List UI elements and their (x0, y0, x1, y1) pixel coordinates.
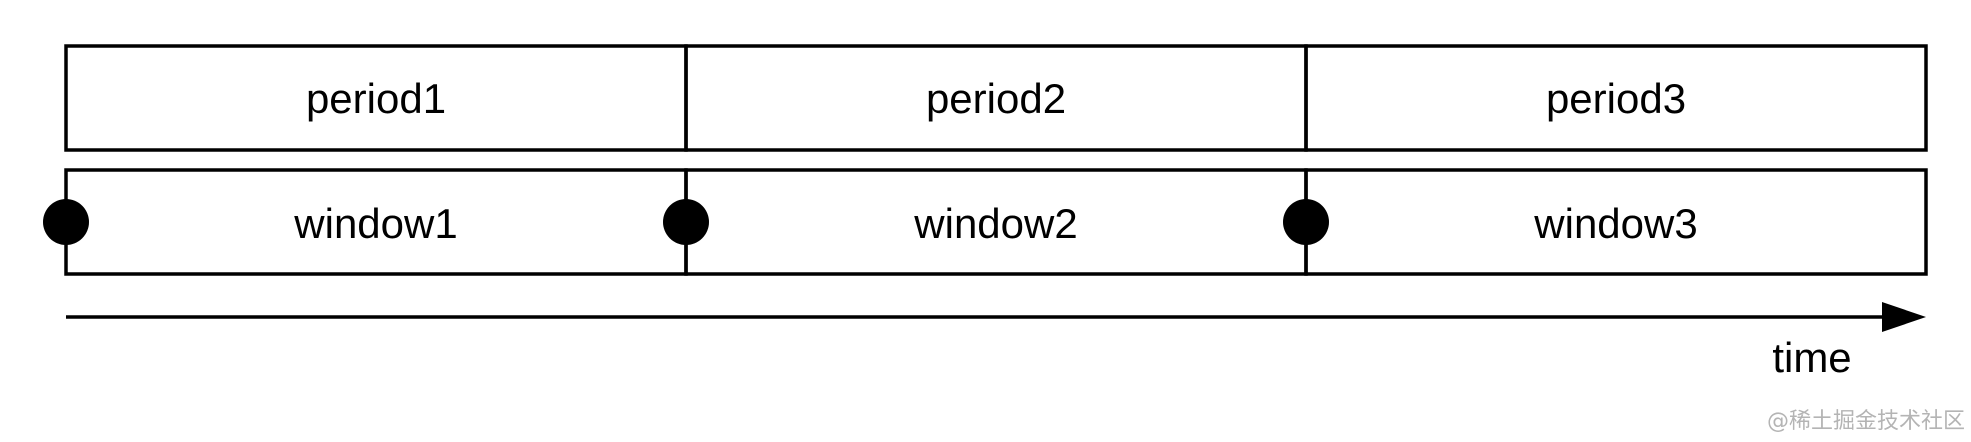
time-axis-arrowhead (1882, 302, 1926, 332)
time-axis-label: time (1772, 334, 1851, 381)
window-start-marker-2 (663, 199, 709, 245)
window-label-3: window3 (1533, 200, 1697, 247)
window-label-2: window2 (913, 200, 1077, 247)
period-label-2: period2 (926, 75, 1066, 122)
period-row: period1 period2 period3 (64, 44, 1928, 152)
period-label-3: period3 (1546, 75, 1686, 122)
time-axis: time (66, 302, 1926, 381)
period-cell-3 (1304, 44, 1928, 152)
window-start-marker-3 (1283, 199, 1329, 245)
window-start-marker-1 (43, 199, 89, 245)
window-row: window1 window2 window3 (43, 168, 1928, 276)
watermark-text: @稀土掘金技术社区 (1767, 409, 1965, 434)
period-label-1: period1 (306, 75, 446, 122)
window-label-1: window1 (293, 200, 457, 247)
